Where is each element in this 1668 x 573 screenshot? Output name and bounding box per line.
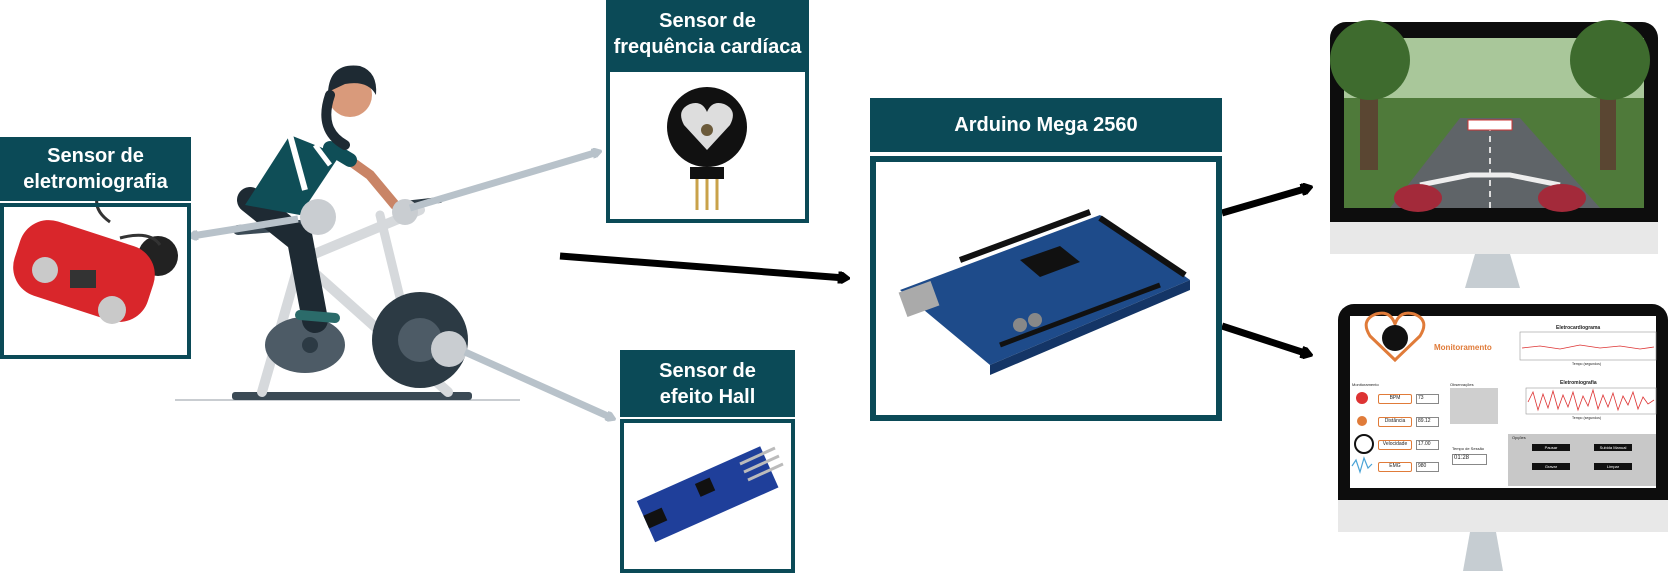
clear-button[interactable]: Limpar — [1594, 463, 1632, 470]
bpm-label: BPM — [1378, 394, 1412, 404]
heart-rate-sensor-header: Sensor de frequência cardíaca — [606, 0, 809, 68]
monitoring-monitor — [1338, 304, 1668, 571]
emg-value: 980 — [1416, 462, 1439, 472]
distance-label: Distância — [1378, 417, 1412, 427]
app-brand-label: Monitoramento — [1434, 343, 1492, 352]
emg-sensor-header: Sensor de eletromiografia — [0, 137, 191, 201]
options-label: Opções — [1512, 435, 1526, 440]
arrow-to-simulation-monitor — [1221, 188, 1308, 217]
arduino-box — [870, 156, 1222, 421]
distance-value: 89.12 — [1416, 417, 1439, 427]
heart-rate-sensor-box — [606, 68, 809, 223]
arrow-to-emg — [192, 215, 299, 236]
speed-value: 17.00 — [1416, 440, 1439, 450]
manual-climb-button[interactable]: Subida Manual — [1594, 444, 1632, 451]
pause-button[interactable]: Pausar — [1532, 444, 1570, 451]
record-button[interactable]: Gravar — [1532, 463, 1570, 470]
session-time-value: 01:28 — [1452, 454, 1487, 465]
ecg-chart-title: Eletrocardiograma — [1556, 325, 1601, 331]
cyclist-illustration — [175, 65, 520, 401]
bpm-value: 73 — [1416, 394, 1439, 404]
emg-x-axis-label: Tempo (segundos) — [1572, 416, 1601, 420]
arrow-to-hall — [463, 348, 612, 418]
emg-sensor-box — [0, 203, 191, 359]
ecg-x-axis-label: Tempo (segundos) — [1572, 362, 1601, 366]
arrow-to-monitoring-monitor — [1220, 322, 1308, 354]
simulation-monitor — [1330, 20, 1658, 288]
arduino-board-picture — [898, 209, 1190, 375]
emg-label: EMG — [1378, 462, 1412, 472]
arduino-header: Arduino Mega 2560 — [870, 98, 1222, 152]
hall-sensor-box — [620, 419, 795, 573]
arrow-to-arduino — [559, 252, 845, 278]
emg-sensor-picture — [13, 177, 178, 324]
hall-sensor-picture — [636, 446, 784, 543]
app-section-label: Monitoramento — [1352, 382, 1379, 387]
speed-label: Velocidade — [1378, 440, 1412, 450]
observations-label: Observações — [1450, 382, 1474, 387]
heart-rate-sensor-picture — [667, 87, 747, 210]
arrow-to-heart — [409, 152, 598, 212]
emg-chart-title: Eletromiografia — [1560, 380, 1597, 386]
hall-sensor-header: Sensor de efeito Hall — [620, 350, 795, 417]
session-time-label: Tempo de Sessão — [1452, 446, 1485, 451]
